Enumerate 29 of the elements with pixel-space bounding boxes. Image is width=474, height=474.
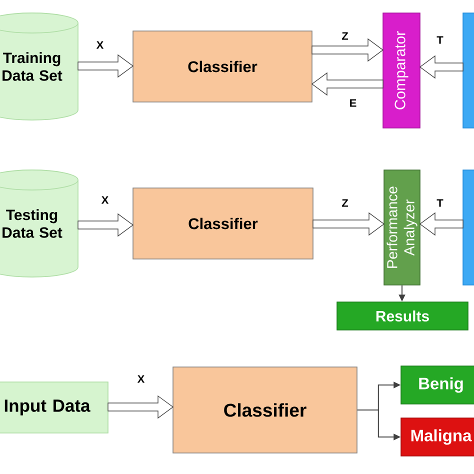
process-box: Comparator (382, 12, 420, 128)
block-arrow (419, 212, 464, 236)
edge-label: T (436, 198, 444, 208)
result-box: Maligna (400, 418, 474, 456)
block-arrow (312, 38, 384, 62)
edge-label: T (436, 35, 444, 45)
block-arrow (419, 55, 464, 79)
edge-label: Z (340, 31, 350, 41)
process-box (462, 12, 474, 128)
edge-label: E (348, 98, 358, 108)
block-arrow (78, 54, 134, 78)
edge-label: X (100, 195, 110, 205)
process-box: Classifier (132, 30, 312, 102)
block-arrow (312, 212, 385, 236)
database-cylinder: Testing Data Set (0, 170, 78, 278)
input-box: Input Data (0, 382, 108, 434)
edge-label: X (136, 374, 146, 384)
result-box: Benig (400, 366, 474, 404)
process-box: Classifier (132, 188, 314, 260)
block-arrow (108, 395, 174, 419)
edge-label: Z (340, 198, 350, 208)
block-arrow (78, 213, 134, 237)
block-arrow (311, 72, 384, 96)
database-cylinder: Training Data Set (0, 12, 78, 120)
edge-label: X (95, 40, 105, 50)
process-box (462, 170, 474, 286)
process-box: Classifier (172, 366, 358, 454)
result-box: Results (336, 302, 468, 330)
process-box: Performance Analyzer (384, 170, 420, 286)
